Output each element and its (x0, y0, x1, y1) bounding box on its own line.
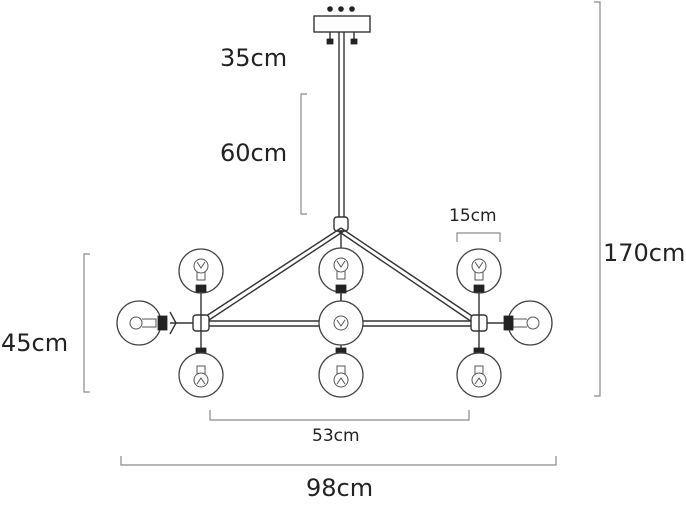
dimension-label-body-height: 45cm (1, 329, 69, 357)
dimension-label-top-rod: 35cm (220, 44, 288, 72)
globes (116, 247, 553, 398)
glass-globe-icon (318, 347, 364, 398)
dimension-label-inner-width: 53cm (312, 426, 360, 446)
dimension-label-total-width: 98cm (306, 474, 374, 502)
glass-globe-icon (318, 247, 364, 294)
hanging-rod (333, 32, 349, 232)
glass-globe-icon (178, 248, 224, 294)
dimension-label-total-height: 170cm (603, 239, 686, 267)
dimension-label-main-rod: 60cm (220, 139, 288, 167)
dimension-label-globe-diameter: 15cm (449, 206, 497, 226)
dimension-lines (83, 1, 601, 466)
glass-globe-icon (456, 347, 502, 398)
ceiling-canopy-icon (313, 6, 371, 45)
glass-globe-icon (456, 248, 502, 294)
glass-globe-icon (178, 347, 224, 398)
glass-globe-icon (503, 300, 553, 346)
glass-globe-icon (116, 300, 177, 346)
glass-globe-icon (318, 300, 364, 346)
